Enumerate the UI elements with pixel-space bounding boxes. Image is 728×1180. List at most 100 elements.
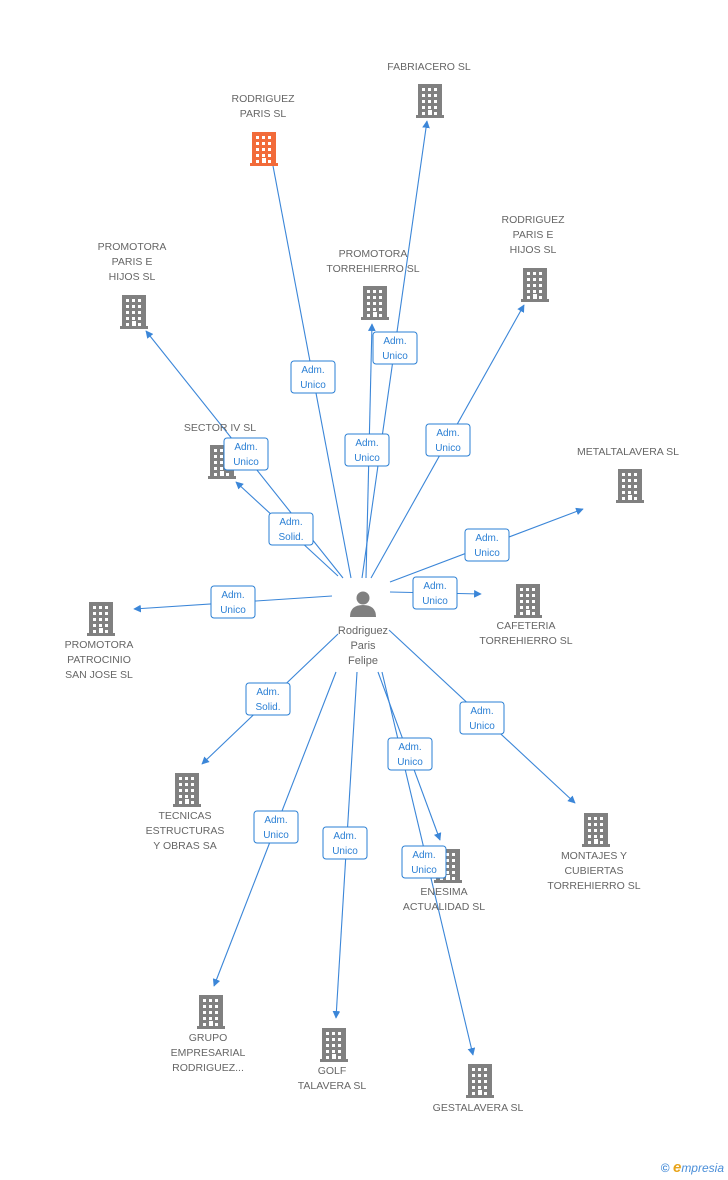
- relation-text-line: Unico: [422, 596, 448, 607]
- relation-text-line: Adm.: [412, 850, 435, 861]
- building-icon: [521, 268, 549, 302]
- relation-text-line: Unico: [300, 380, 326, 391]
- building-icon: [173, 773, 201, 807]
- company-label-line: PARIS E: [513, 229, 554, 241]
- relation-label-grupo-empresarial-rodriguez[interactable]: Adm.Unico: [253, 810, 299, 844]
- building-icon: [87, 602, 115, 636]
- relation-label-promotora-torrehierro-sl[interactable]: Adm.Unico: [344, 433, 390, 467]
- relation-label-metaltalavera-sl[interactable]: Adm. Unico: [464, 528, 510, 562]
- building-icon: [582, 813, 610, 847]
- company-label: SECTOR IV SL: [184, 422, 256, 434]
- company-label-line: METALTALAVERA SL: [577, 446, 679, 458]
- relation-text-line: Adm.: [475, 533, 498, 544]
- relation-text: Adm.Unico: [411, 850, 437, 876]
- relation-label-enesima-actualidad-sl[interactable]: Adm.Unico: [387, 737, 433, 771]
- relation-text: Adm. Unico: [422, 581, 448, 607]
- person-name-line: Rodriguez: [338, 625, 388, 637]
- company-label-line: RODRIGUEZ: [502, 214, 566, 226]
- relation-label-rodriguez-paris-sl[interactable]: Adm.Unico: [290, 360, 336, 394]
- brand-logo-e: e: [672, 1159, 682, 1176]
- company-label-line: SAN JOSE SL: [65, 669, 133, 681]
- company-label-line: RODRIGUEZ...: [172, 1062, 244, 1074]
- relation-text-line: Unico: [397, 757, 423, 768]
- relation-text: Adm.Unico: [233, 442, 259, 468]
- relation-text-line: Adm.: [256, 687, 279, 698]
- relation-text-line: Unico: [474, 548, 500, 559]
- company-label-line: FABRIACERO SL: [387, 61, 471, 73]
- brand-logo-text: mpresia: [681, 1161, 724, 1175]
- relation-text-line: Adm.: [383, 336, 406, 347]
- company-node-promotora-torrehierro-sl[interactable]: PROMOTORA TORREHIERRO SL: [326, 248, 420, 320]
- person-name-line: Felipe: [348, 655, 378, 667]
- relation-text-line: Unico: [332, 846, 358, 857]
- building-icon: [514, 584, 542, 618]
- building-icon: [616, 469, 644, 503]
- company-label-line: PATROCINIO: [67, 654, 131, 666]
- building-icon: [250, 132, 278, 166]
- company-label-line: PROMOTORA: [98, 241, 167, 253]
- company-node-gestalavera-sl[interactable]: GESTALAVERA SL: [433, 1064, 524, 1114]
- relation-label-cafeteria-torrehierro-sl[interactable]: Adm. Unico: [412, 576, 458, 610]
- relation-label-promotora-patrocinio-san-jose-sl[interactable]: Adm.Unico: [210, 585, 256, 619]
- company-label: METALTALAVERA SL: [577, 446, 679, 458]
- relation-text: Adm.Unico: [435, 428, 461, 454]
- relation-text-line: Adm.: [333, 831, 356, 842]
- relation-text-line: Unico: [354, 453, 380, 464]
- relation-label-rodriguez-paris-e-hijos-sl[interactable]: Adm.Unico: [425, 423, 471, 457]
- relation-label-fabriacero-sl[interactable]: Adm.Unico: [372, 331, 418, 365]
- relation-text-line: Solid.: [255, 702, 280, 713]
- relation-label-tecnicas-estructuras-y-obras-sa[interactable]: Adm. Solid.: [245, 682, 291, 716]
- company-label-line: TORREHIERRO SL: [326, 263, 419, 275]
- company-label: PROMOTORA TORREHIERRO SL: [326, 248, 419, 275]
- relation-text: Adm.Unico: [220, 590, 246, 616]
- person-name-line: Paris: [350, 640, 376, 652]
- company-node-fabriacero-sl[interactable]: FABRIACERO SL: [387, 61, 471, 118]
- building-icon: [320, 1028, 348, 1062]
- relation-label-promotora-paris-e-hijos-sl[interactable]: Adm.Unico: [223, 437, 269, 471]
- relation-text-line: Unico: [469, 721, 495, 732]
- person-icon: [350, 591, 376, 617]
- company-label-line: CUBIERTAS: [564, 865, 623, 877]
- relation-text: Adm.Unico: [382, 336, 408, 362]
- relation-text: Adm. Solid.: [255, 687, 280, 713]
- relation-text-line: Adm.: [423, 581, 446, 592]
- relation-label-montajes-y-cubiertas-torrehierro-sl[interactable]: Adm. Unico: [459, 701, 505, 735]
- relation-text: Adm.Unico: [263, 815, 289, 841]
- company-node-metaltalavera-sl[interactable]: METALTALAVERA SL: [577, 446, 679, 503]
- company-label-line: GESTALAVERA SL: [433, 1102, 524, 1114]
- building-icon: [361, 286, 389, 320]
- building-icon: [197, 995, 225, 1029]
- relation-label-gestalavera-sl[interactable]: Adm.Unico: [401, 845, 447, 879]
- building-icon: [120, 295, 148, 329]
- company-label-line: ESTRUCTURAS: [146, 825, 225, 837]
- empresia-brand[interactable]: © empresia: [661, 1159, 724, 1176]
- company-label-line: TALAVERA SL: [298, 1080, 367, 1092]
- relation-text-line: Unico: [435, 443, 461, 454]
- relation-label-sector-iv-sl[interactable]: Adm.Solid.: [268, 512, 314, 546]
- relation-text-line: Unico: [220, 605, 246, 616]
- company-label-line: PROMOTORA: [339, 248, 408, 260]
- relation-label-golf-talavera-sl[interactable]: Adm. Unico: [322, 826, 368, 860]
- relation-text-line: Adm.: [470, 706, 493, 717]
- company-label-line: Y OBRAS SA: [153, 840, 216, 852]
